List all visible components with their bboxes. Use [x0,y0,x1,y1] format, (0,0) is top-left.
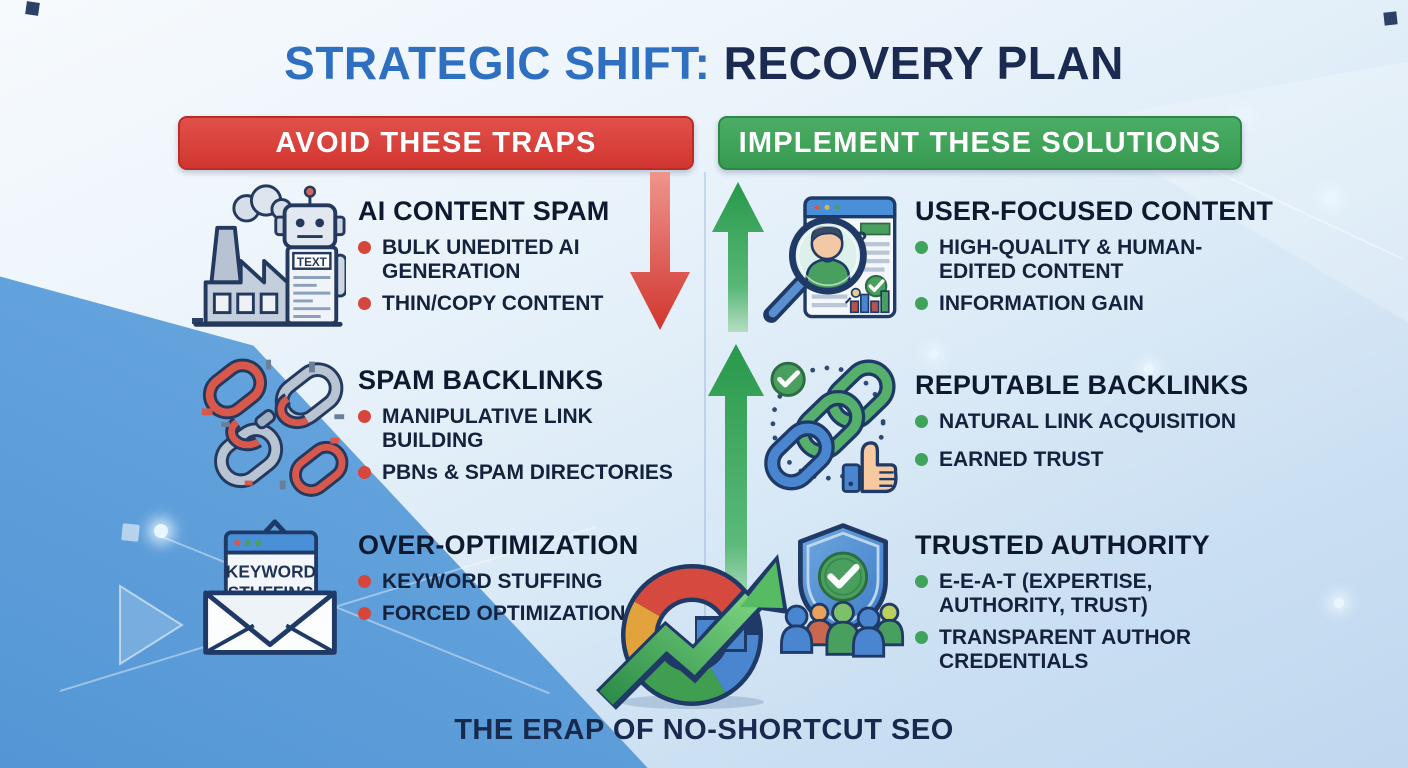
green-bullet-icon [915,453,928,467]
square-decoration [121,523,140,542]
bullet-text: EARNED TRUST [939,448,1104,472]
green-bullet-icon [915,415,928,428]
green-bullet-icon [915,631,928,645]
section-heading: SPAM BACKLINKS [358,365,604,395]
bullet-text: FORCED OPTIMIZATION [382,602,626,626]
glow-dot [1144,364,1154,374]
red-bullet-icon [358,575,371,588]
glow-dot [154,524,168,538]
decline-down-arrow-icon [628,172,692,332]
spam-backlinks-section: SPAM BACKLINKS MANIPULATIVE LINK BUILDIN… [358,365,688,493]
bullet-item: KEYWORD STUFFING [358,570,688,594]
glow-dot [930,350,938,358]
green-bullet-icon [915,297,928,311]
shield-community-icon [772,516,914,662]
bullet-item: TRANSPARENT AUTHOR CREDENTIALS [915,626,1245,674]
red-bullet-icon [358,466,371,480]
footer-caption: THE ERAP OF NO-SHORTCUT SEO [454,714,954,746]
verified-chain-thumbsup-icon [752,350,904,498]
square-decoration [192,318,203,324]
bullet-item: NATURAL LINK ACQUISITION [915,410,1275,434]
bullet-item: BULK UNEDITED AI GENERATION [358,236,670,284]
square-decoration [25,1,40,16]
bullet-text: TRANSPARENT AUTHOR CREDENTIALS [939,626,1191,674]
glow-dot [1334,598,1344,608]
keyword-stuffing-envelope-icon: KEYWORD STUFFING [198,516,342,662]
broken-chain-icon [194,350,350,500]
user-focused-content-section: USER-FOCUSED CONTENT HIGH-QUALITY & HUMA… [915,196,1274,324]
section-heading: OVER-OPTIMIZATION [358,530,639,560]
bullet-text: INFORMATION GAIN [939,292,1144,316]
bullet-text: PBNs & SPAM DIRECTORIES [382,461,673,485]
bullet-item: THIN/COPY CONTENT [358,292,670,316]
growth-up-arrow-icon [712,182,764,332]
bullet-item: PBNs & SPAM DIRECTORIES [358,461,688,485]
over-optimization-section: OVER-OPTIMIZATION KEYWORD STUFFING FORCE… [358,530,688,634]
glow-dot [1324,192,1337,205]
bullet-item: E-E-A-T (EXPERTISE, AUTHORITY, TRUST) [915,570,1245,618]
section-heading: REPUTABLE BACKLINKS [915,370,1249,400]
bullet-item: EARNED TRUST [915,448,1275,472]
reputable-backlinks-section: REPUTABLE BACKLINKS NATURAL LINK ACQUISI… [915,370,1275,480]
bullet-item: INFORMATION GAIN [915,292,1267,316]
avoid-traps-banner: AVOID THESE TRAPS [178,116,694,170]
square-decoration [1383,11,1398,26]
implement-solutions-banner-label: IMPLEMENT THESE SOLUTIONS [738,126,1222,159]
question-mark-label: ? [854,227,867,252]
bullet-item: HIGH-QUALITY & HUMAN-EDITED CONTENT [915,236,1267,284]
trusted-authority-section: TRUSTED AUTHORITY E-E-A-T (EXPERTISE, AU… [915,530,1245,683]
bullet-text: KEYWORD STUFFING [382,570,603,593]
bullet-item: FORCED OPTIMIZATION [358,602,688,626]
title-part-blue: STRATEGIC SHIFT: [284,37,711,89]
red-bullet-icon [358,297,371,311]
triangle-decoration [119,584,184,666]
bullet-item: MANIPULATIVE LINK BUILDING [358,405,688,453]
title-part-navy: RECOVERY PLAN [710,37,1124,89]
glow-dot [1238,114,1246,122]
red-bullet-icon [358,410,371,423]
bullet-text: THIN/COPY CONTENT [382,292,604,316]
red-bullet-icon [358,241,371,254]
green-bullet-icon [915,575,928,588]
bullet-text: NATURAL LINK ACQUISITION [939,410,1237,433]
section-heading: AI CONTENT SPAM [358,196,610,226]
section-heading: USER-FOCUSED CONTENT [915,196,1274,226]
page-title: STRATEGIC SHIFT: RECOVERY PLAN [0,36,1408,90]
robot-document-label: TEXT [297,256,328,269]
magnifier-user-content-icon: ? [756,180,904,338]
green-bullet-icon [915,241,928,254]
bullet-text: HIGH-QUALITY & HUMAN-EDITED CONTENT [939,236,1203,284]
google-growth-arrow-icon [592,550,792,712]
section-heading: TRUSTED AUTHORITY [915,530,1210,560]
bullet-text: BULK UNEDITED AI GENERATION [382,236,580,284]
factory-robot-ai-icon: TEXT [190,182,346,334]
growth-up-arrow-icon [708,344,764,612]
bullet-text: MANIPULATIVE LINK BUILDING [382,405,593,453]
envelope-label-line1: KEYWORD [226,561,316,581]
red-bullet-icon [358,607,371,621]
ai-content-spam-section: AI CONTENT SPAM BULK UNEDITED AI GENERAT… [358,196,670,324]
column-divider [704,172,706,700]
bullet-text: E-E-A-T (EXPERTISE, AUTHORITY, TRUST) [939,570,1153,618]
implement-solutions-banner: IMPLEMENT THESE SOLUTIONS [718,116,1242,170]
avoid-traps-banner-label: AVOID THESE TRAPS [275,126,597,159]
